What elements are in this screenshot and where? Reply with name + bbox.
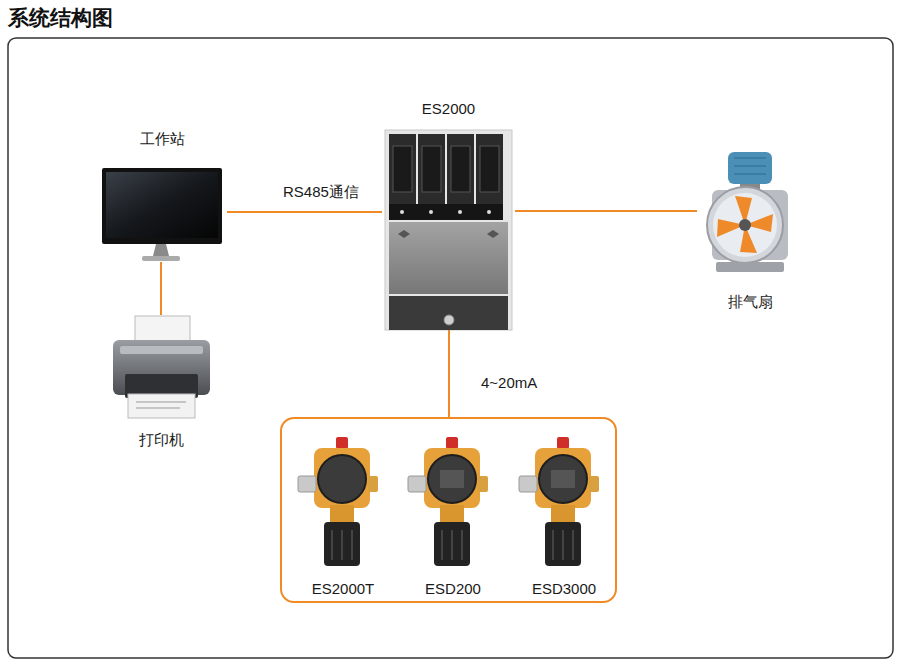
connector-line [448,330,450,417]
printer-node: 打印机 [107,315,215,452]
detector-display [440,470,464,488]
node-label: ESD3000 [513,580,615,597]
node-label: ESD200 [402,580,504,597]
controller-cabinet [385,130,512,330]
outer-frame [8,38,893,658]
detector-display [551,470,575,488]
connector-line [515,210,697,212]
node-label: 排气扇 [697,293,803,312]
printer-icon [113,316,210,418]
detector-icon [298,437,378,566]
detector-icon [519,437,599,566]
node-label: ES2000T [292,580,394,597]
edge-label: RS485通信 [280,183,362,202]
exhaust-fan-icon [707,152,788,272]
node-label: ES2000 [382,100,515,117]
detector-icon [408,437,488,566]
edge-label: 4~20mA [478,374,540,391]
node-label: 打印机 [107,431,215,450]
connector-line [160,262,162,315]
detector-node: ESD200 [402,435,504,599]
monitor-icon [102,168,222,261]
connector-line [227,211,382,213]
controller-node: ES2000 [382,98,515,330]
node-label: 工作站 [97,130,227,149]
detector-node: ES2000T [292,435,394,599]
diagram-title: 系统结构图 [8,4,113,32]
workstation-node: 工作站 [97,128,227,262]
detector-node: ESD3000 [513,435,615,599]
detector-group: ES2000T ESD200 ESD3000 [280,417,617,603]
fan-node: 排气扇 [697,148,803,314]
